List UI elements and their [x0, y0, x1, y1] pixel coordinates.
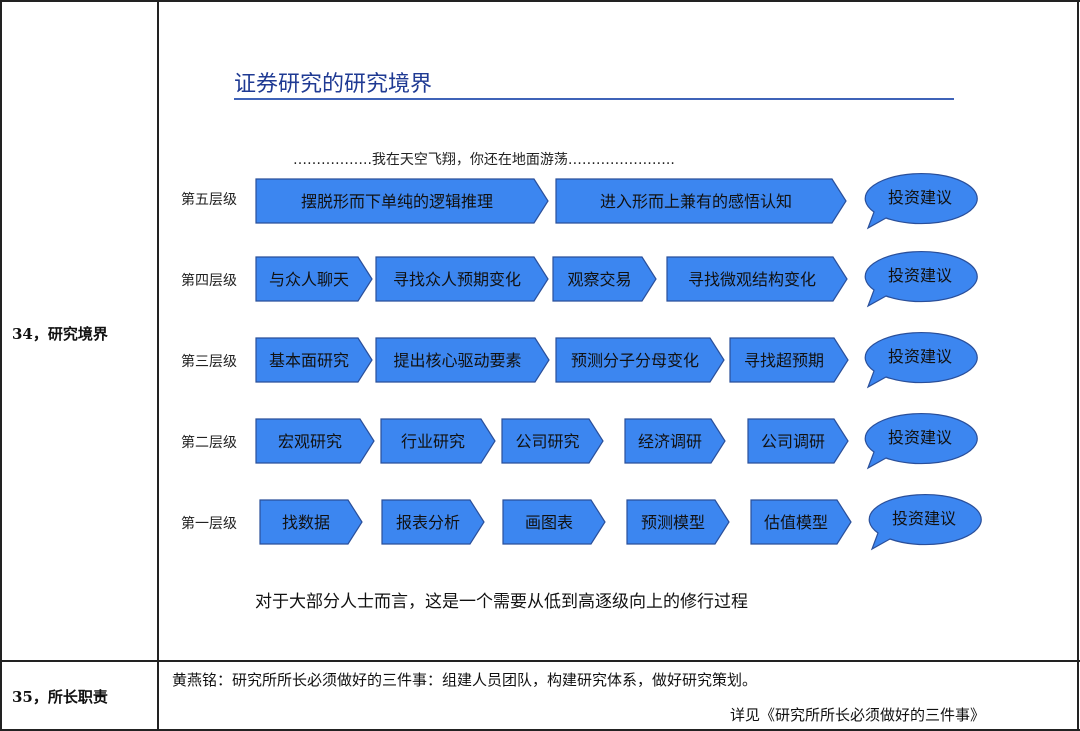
level-4-label: 第四层级 — [181, 273, 237, 289]
step-label: 经济调研 — [638, 432, 702, 451]
step-label: 公司调研 — [761, 432, 825, 451]
step-arrow — [259, 499, 363, 545]
step-arrow — [626, 499, 730, 545]
step-arrow — [666, 256, 848, 302]
step-arrow — [381, 499, 485, 545]
step-arrow — [552, 256, 657, 302]
step-arrow — [375, 256, 549, 302]
step-label: 预测模型 — [641, 513, 705, 532]
step-label: 估值模型 — [764, 513, 828, 532]
step-label: 画图表 — [525, 513, 573, 532]
step-label: 公司研究 — [515, 432, 579, 451]
step-arrow — [255, 337, 373, 383]
advice-label: 投资建议 — [888, 428, 952, 447]
table-border-bottom — [0, 729, 1080, 731]
step-arrow — [380, 418, 496, 464]
step-arrow — [255, 256, 373, 302]
step-label: 找数据 — [282, 513, 330, 532]
step-label: 宏观研究 — [278, 432, 342, 451]
title-underline — [234, 98, 954, 100]
advice-label: 投资建议 — [888, 347, 952, 366]
step-label: 进入形而上兼有的感悟认知 — [600, 192, 792, 211]
advice-bubble — [868, 493, 982, 551]
step-arrow — [255, 178, 549, 224]
table-border-right — [1077, 0, 1079, 731]
table-column-divider — [157, 0, 159, 731]
step-label: 寻找微观结构变化 — [688, 270, 816, 289]
row-35-label: 35，所长职责 — [12, 688, 108, 706]
step-arrow — [375, 337, 550, 383]
conclusion-text: 对于大部分人士而言，这是一个需要从低到高逐级向上的修行过程 — [255, 592, 748, 612]
table-row-divider — [0, 660, 1080, 662]
step-arrow — [501, 418, 604, 464]
advice-label: 投资建议 — [888, 188, 952, 207]
step-label: 报表分析 — [396, 513, 460, 532]
step-arrow — [555, 178, 847, 224]
step-label: 提出核心驱动要素 — [393, 351, 521, 370]
step-label: 预测分子分母变化 — [571, 351, 699, 370]
step-label: 与众人聊天 — [269, 270, 349, 289]
level-5-label: 第五层级 — [181, 192, 237, 208]
step-arrow — [624, 418, 726, 464]
step-arrow — [555, 337, 725, 383]
advice-label: 投资建议 — [892, 509, 956, 528]
step-arrow — [750, 499, 852, 545]
step-arrow — [502, 499, 606, 545]
advice-bubble — [864, 331, 978, 389]
step-label: 寻找众人预期变化 — [393, 270, 521, 289]
step-label: 寻找超预期 — [744, 351, 824, 370]
level-3-label: 第三层级 — [181, 354, 237, 370]
advice-bubble — [864, 172, 978, 230]
advice-label: 投资建议 — [888, 266, 952, 285]
step-arrow — [747, 418, 849, 464]
step-arrow — [255, 418, 375, 464]
step-arrow — [729, 337, 849, 383]
row-35-reference: 详见《研究所所长必须做好的三件事》 — [730, 706, 986, 724]
level-2-label: 第二层级 — [181, 435, 237, 451]
row-35-text: 黄燕铭：研究所所长必须做好的三件事：组建人员团队，构建研究体系，做好研究策划。 — [172, 671, 758, 689]
slogan: ……………..我在天空飞翔，你还在地面游荡………………….. — [293, 152, 675, 168]
step-label: 摆脱形而下单纯的逻辑推理 — [301, 192, 493, 211]
table-border-top — [0, 0, 1080, 2]
level-1-label: 第一层级 — [181, 516, 237, 532]
advice-bubble — [864, 412, 978, 470]
advice-bubble — [864, 250, 978, 308]
step-label: 观察交易 — [567, 270, 631, 289]
table-border-left — [0, 0, 2, 731]
row-34-label: 34，研究境界 — [12, 325, 108, 343]
step-label: 行业研究 — [401, 432, 465, 451]
step-label: 基本面研究 — [269, 351, 349, 370]
section-title: 证券研究的研究境界 — [234, 72, 433, 97]
